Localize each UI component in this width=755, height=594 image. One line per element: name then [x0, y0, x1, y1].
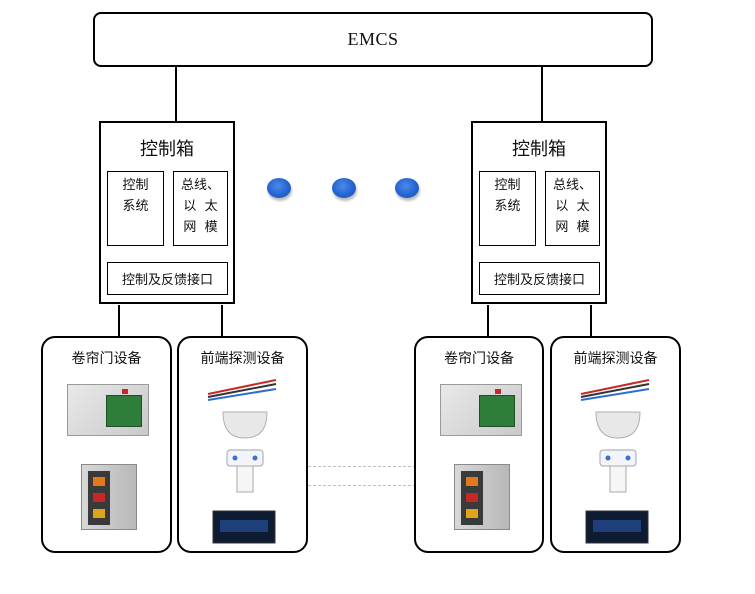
switch-face-plate	[461, 471, 483, 525]
ellipsis-dot-2	[332, 178, 356, 198]
emcs-right-link	[541, 67, 543, 122]
door-switch-image	[454, 464, 510, 530]
bus-module-line-1: 总线、	[552, 178, 592, 193]
ceiling-detector-image	[595, 411, 641, 439]
bus-module-box: 总线、 以 太 网 模	[545, 171, 600, 246]
circuit-board-image	[479, 395, 515, 427]
junction-module-image	[599, 449, 637, 493]
stop-button-icon	[466, 493, 478, 502]
door-equipment-group-left: 卷帘门设备	[41, 336, 172, 553]
control-interface-label: 控制及反馈接口	[121, 273, 213, 288]
bus-module-line-2: 以 太	[183, 199, 218, 214]
left-box-to-detector-link	[221, 305, 223, 337]
device-group-title: 卷帘门设备	[71, 351, 142, 367]
ellipsis-dot-3	[395, 178, 419, 198]
indicator-light-icon	[122, 389, 128, 394]
door-switch-image	[81, 464, 137, 530]
control-interface-label: 控制及反馈接口	[493, 273, 585, 288]
circuit-board-image	[106, 395, 142, 427]
controller-panel-image	[440, 384, 522, 436]
control-system-line-1: 控制	[122, 178, 149, 193]
stop-button-icon	[93, 493, 105, 502]
display-panel-image	[585, 510, 649, 544]
ceiling-detector-image	[222, 411, 268, 439]
sensor-cable-image	[207, 379, 277, 401]
emcs-box: EMCS	[93, 12, 653, 67]
switch-face-plate	[88, 471, 110, 525]
door-equipment-group-right: 卷帘门设备	[414, 336, 544, 553]
device-group-title: 前端探测设备	[200, 351, 285, 367]
bus-module-line-2: 以 太	[555, 199, 590, 214]
control-system-line-2: 系统	[122, 199, 149, 214]
control-box-title: 控制箱	[512, 139, 566, 160]
dashed-link-bottom	[308, 485, 416, 486]
dashed-link-top	[308, 466, 416, 467]
device-group-title: 卷帘门设备	[444, 351, 514, 367]
emcs-label: EMCS	[347, 29, 399, 49]
bus-module-box: 总线、 以 太 网 模	[173, 171, 228, 246]
sensor-cable-image	[580, 379, 650, 401]
detector-equipment-group-right: 前端探测设备	[550, 336, 681, 553]
down-button-icon	[466, 509, 478, 518]
control-system-line-1: 控制	[494, 178, 521, 193]
emcs-left-link	[175, 67, 177, 122]
detector-equipment-group-left: 前端探测设备	[177, 336, 308, 553]
junction-module-image	[226, 449, 264, 493]
control-box-right: 控制箱 控制 系统 总线、 以 太 网 模 控制及反馈接口	[471, 121, 607, 304]
device-group-title: 前端探测设备	[573, 351, 658, 367]
control-box-title: 控制箱	[140, 139, 194, 160]
controller-panel-image	[67, 384, 149, 436]
right-box-to-detector-link	[590, 305, 592, 337]
control-box-left: 控制箱 控制 系统 总线、 以 太 网 模 控制及反馈接口	[99, 121, 235, 304]
left-box-to-door-link	[118, 305, 120, 337]
control-system-box: 控制 系统	[107, 171, 164, 246]
control-interface-box: 控制及反馈接口	[107, 262, 228, 295]
bus-module-line-3: 网 模	[183, 220, 218, 235]
control-system-box: 控制 系统	[479, 171, 536, 246]
ellipsis-dot-1	[267, 178, 291, 198]
up-button-icon	[466, 477, 478, 486]
bus-module-line-3: 网 模	[555, 220, 590, 235]
bus-module-line-1: 总线、	[180, 178, 220, 193]
down-button-icon	[93, 509, 105, 518]
right-box-to-door-link	[487, 305, 489, 337]
display-panel-image	[212, 510, 276, 544]
control-interface-box: 控制及反馈接口	[479, 262, 600, 295]
up-button-icon	[93, 477, 105, 486]
indicator-light-icon	[495, 389, 501, 394]
control-system-line-2: 系统	[494, 199, 521, 214]
